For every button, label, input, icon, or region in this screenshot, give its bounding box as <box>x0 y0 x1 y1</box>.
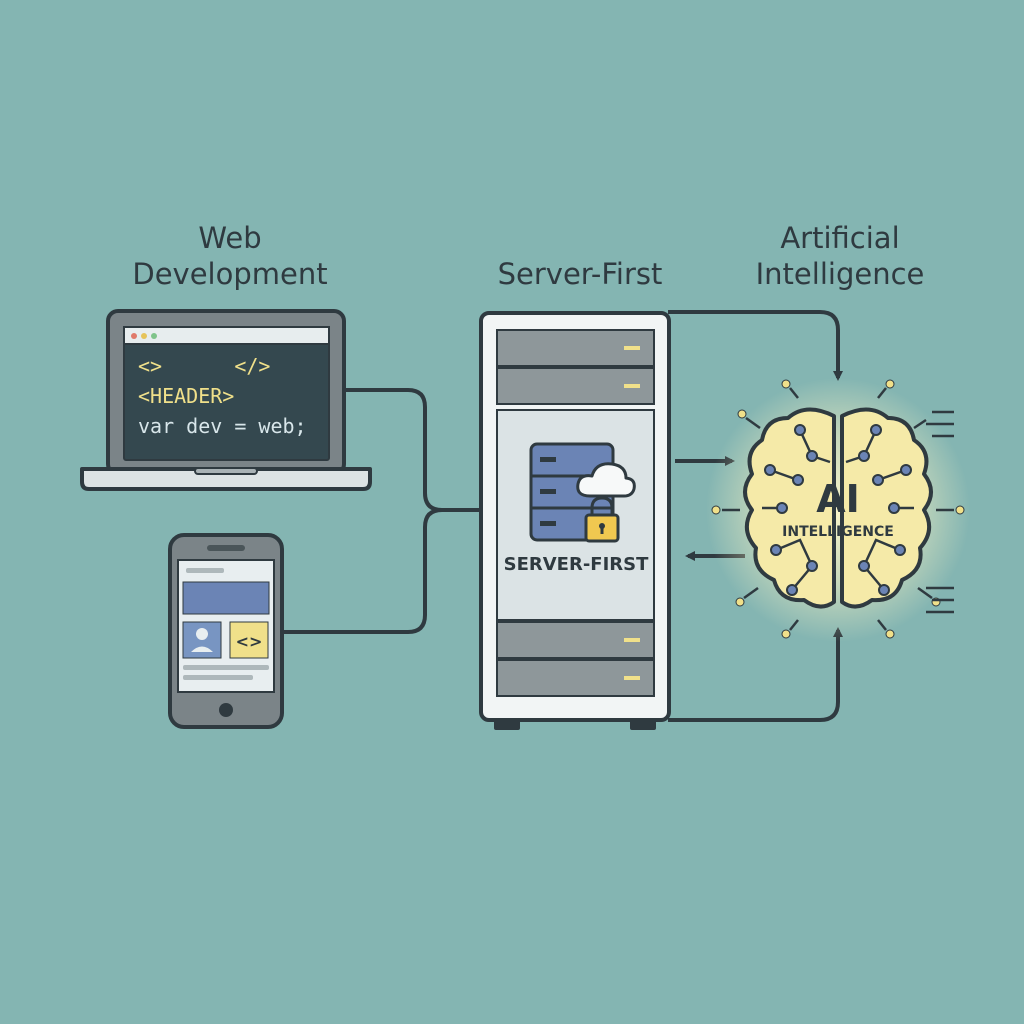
brain-rays <box>722 387 954 631</box>
brain-ai-label: AI <box>816 477 860 521</box>
heading-web-line2: Development <box>132 257 328 291</box>
phone-code-icon: <> <box>236 632 263 651</box>
heading-ai-line2: Intelligence <box>755 257 925 291</box>
laptop-code-line-1: <> </> <box>138 354 271 378</box>
heading-web-line1: Web <box>198 221 262 255</box>
brain-nodes <box>764 424 912 596</box>
heading-artificial-intelligence: Artificial Intelligence <box>700 220 980 292</box>
brain-intelligence-label: INTELLIGENCE <box>782 524 894 540</box>
connector-lines <box>283 388 480 634</box>
heading-ai-line1: Artificial <box>780 221 900 255</box>
connector-phone-server <box>283 508 443 634</box>
laptop-code-line-2: <HEADER> <box>138 384 235 408</box>
arrow-bottom-loop <box>668 627 843 722</box>
arrow-top-loop <box>668 310 843 381</box>
cloud-icon <box>576 462 636 498</box>
connector-laptop-server <box>343 388 480 512</box>
laptop-code-line-3: var dev = web; <box>138 414 307 438</box>
padlock-icon <box>584 496 620 543</box>
laptop-icon <box>80 309 372 491</box>
brain-icon <box>706 378 970 642</box>
heading-server-first: Server-First <box>497 257 663 291</box>
heading-web-development: Web Development <box>80 220 380 292</box>
data-lines-icon <box>926 410 954 614</box>
brain-ray-dots <box>711 379 965 639</box>
server-first-label: SERVER-FIRST <box>504 554 649 575</box>
smartphone-icon <box>168 533 284 729</box>
